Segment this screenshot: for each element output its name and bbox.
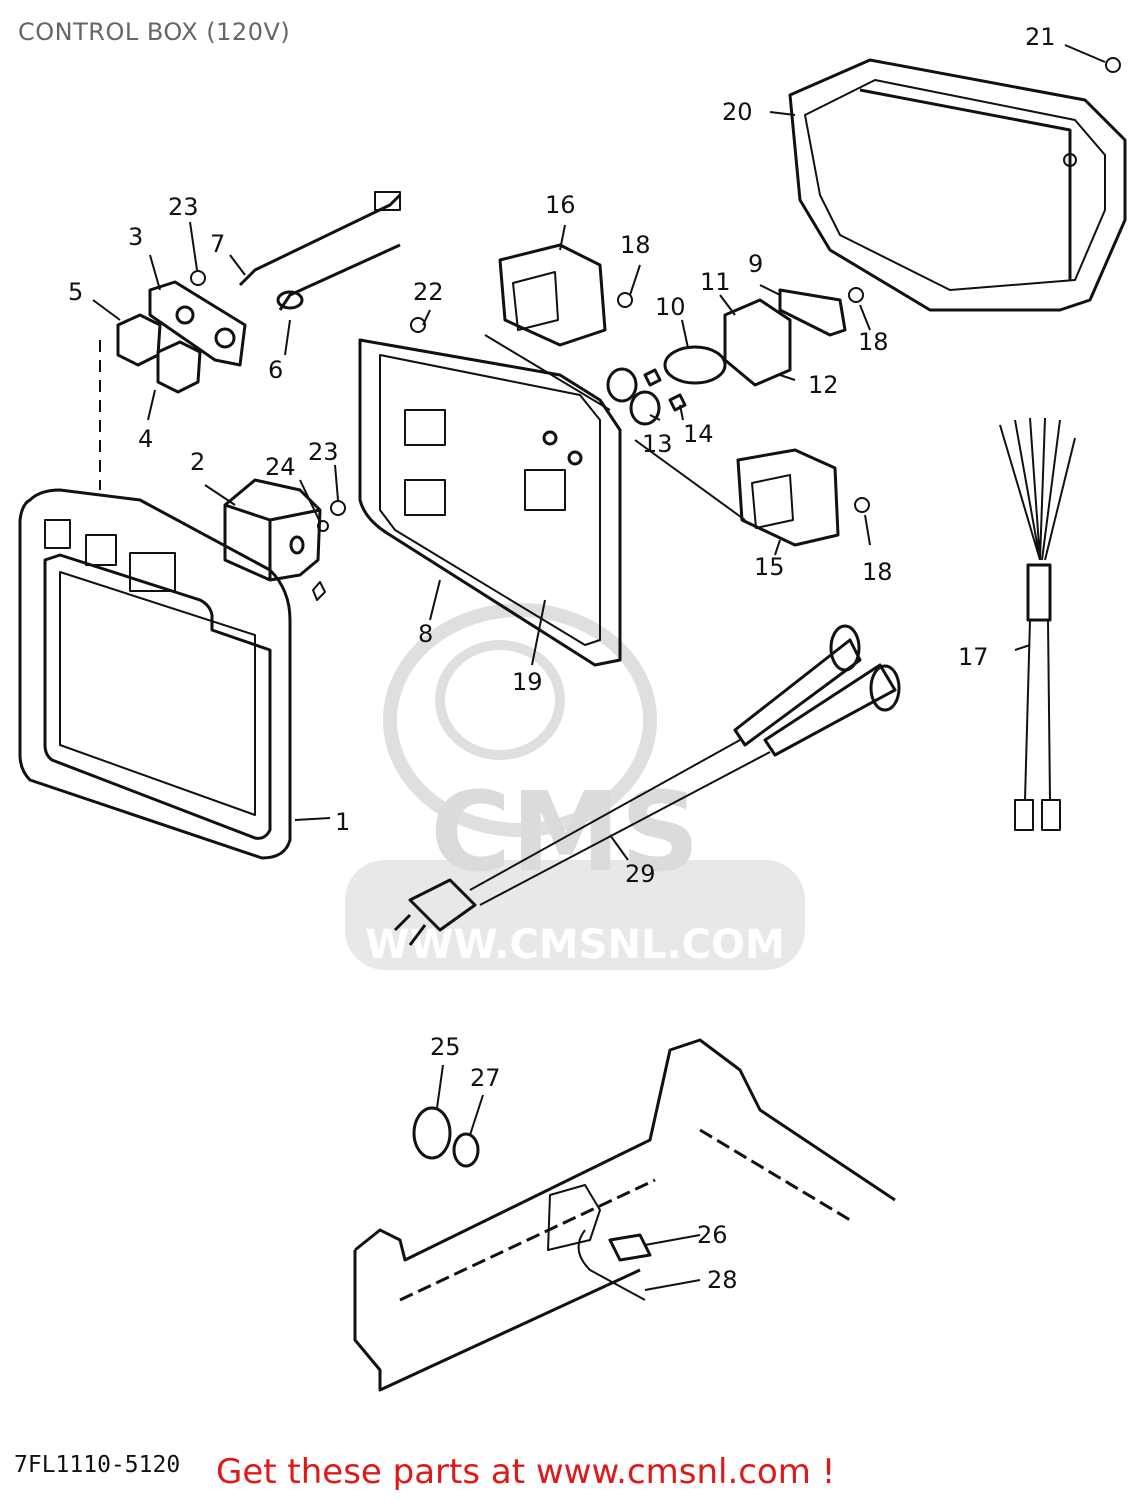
part-14-spring [643,368,687,412]
part-11-switch [723,298,792,387]
callout-27: 27 [470,1064,501,1092]
callout-4: 4 [138,425,153,453]
watermark-logo: CMS WWW.CMSNL.COM [345,603,805,970]
callout-8: 8 [418,620,433,648]
callout-10: 10 [655,293,686,321]
watermark-brand: CMS [430,768,699,896]
diagram-part-code: 7FL1110-5120 [14,1452,181,1478]
callout-18b: 18 [858,328,889,356]
part-3-plate [148,280,247,367]
part-7-connector-lead [238,193,402,287]
part-27-nut [452,1132,480,1168]
callout-29: 29 [625,860,656,888]
callout-25: 25 [430,1033,461,1061]
callout-19: 19 [512,668,543,696]
callout-14: 14 [683,420,714,448]
part-2-voltmeter [223,478,322,582]
callout-5: 5 [68,278,83,306]
callout-20: 20 [722,98,753,126]
callout-11: 11 [700,268,731,296]
callout-labels: 1 2 3 4 5 6 7 8 9 10 11 12 13 14 15 16 1… [68,23,1056,1294]
callout-12: 12 [808,371,839,399]
callout-9: 9 [748,250,763,278]
part-9-bracket [778,288,847,337]
callout-15: 15 [754,553,785,581]
promo-link[interactable]: Get these parts at www.cmsnl.com ! [216,1452,836,1492]
part-28-ground-wire [577,1229,646,1301]
callout-7: 7 [210,230,225,258]
callout-23b: 23 [308,438,339,466]
part-17-wire-harness [999,417,1076,831]
part-5-lamp [116,313,162,367]
screws [190,57,1121,601]
part-13-knob [629,390,661,426]
callout-26: 26 [697,1221,728,1249]
generator-frame [353,1038,896,1392]
callout-6: 6 [268,356,283,384]
inner-panel [358,338,622,667]
callout-24: 24 [265,453,296,481]
leader-lines [92,44,1106,1291]
callout-18c: 18 [862,558,893,586]
callout-2: 2 [190,448,205,476]
watermark-url: WWW.CMSNL.COM [365,922,785,968]
callout-22: 22 [413,278,444,306]
callout-18a: 18 [620,231,651,259]
part-26-bolt [608,1233,652,1262]
front-panel-frame [18,488,292,860]
part-20-rear-cover [788,58,1127,312]
callout-1: 1 [335,808,350,836]
callout-16: 16 [545,191,576,219]
part-16-outlet [498,243,607,347]
part-10-plate [663,345,727,385]
callout-21: 21 [1025,23,1056,51]
callout-17: 17 [958,643,989,671]
callout-28: 28 [707,1266,738,1294]
part-25-gear [412,1106,452,1160]
callout-13: 13 [642,430,673,458]
part-4-lamp [156,340,202,394]
callout-3: 3 [128,223,143,251]
part-15-outlet [736,448,840,547]
callout-23a: 23 [168,193,199,221]
part-29-power-cord [393,624,901,946]
diagram-title: CONTROL BOX (120V) [18,18,291,46]
